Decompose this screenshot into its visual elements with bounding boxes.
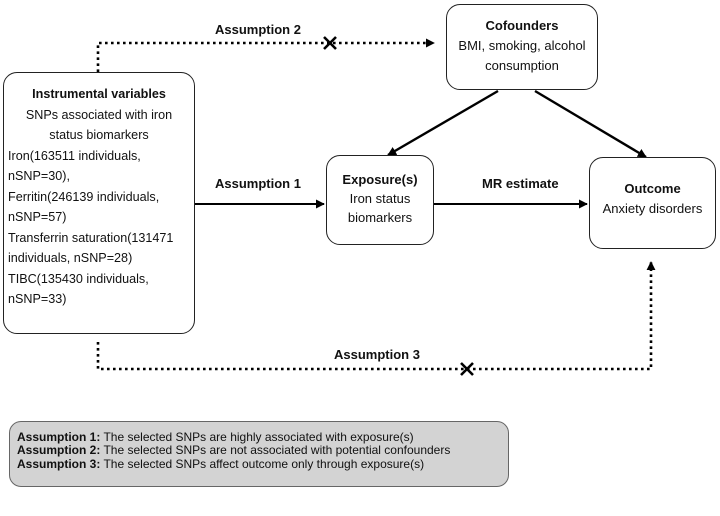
iv-item-line: nSNP=30), [8, 169, 70, 183]
legend-key: Assumption 2: [17, 443, 101, 458]
legend-text: The selected SNPs are not associated wit… [100, 443, 451, 458]
exposure-title: Exposure(s) [342, 172, 418, 187]
mr-estimate-label: MR estimate [482, 176, 559, 191]
assumption3-label: Assumption 3 [334, 347, 420, 362]
iv-item-line: nSNP=33) [8, 292, 67, 306]
instrumental-variables-box: Instrumental variables SNPs associated w… [3, 72, 195, 334]
assumption3-dotted-arrow [96, 261, 656, 371]
iv-subtitle-line: status biomarkers [49, 128, 149, 142]
outcome-box: Outcome Anxiety disorders [589, 157, 716, 249]
exposure-line: Iron status [349, 191, 411, 206]
assumption3-cross-icon [460, 362, 474, 376]
legend-row: Assumption 2: The selected SNPs are not … [17, 444, 508, 457]
iv-item-line: TIBC(135430 individuals, [8, 271, 149, 286]
confounders-title: Cofounders [485, 18, 559, 33]
legend-key: Assumption 3: [17, 456, 101, 471]
iv-subtitle-line: SNPs associated with iron [25, 107, 173, 122]
confounder-to-outcome-arrow [534, 89, 647, 159]
outcome-line: Anxiety disorders [602, 201, 703, 216]
assumption1-label: Assumption 1 [215, 176, 301, 191]
exposure-line: biomarkers [347, 210, 413, 225]
iv-item-line: Transferrin saturation(131471 [8, 230, 174, 245]
confounders-line: BMI, smoking, alcohol [458, 38, 586, 53]
assumptions-legend: Assumption 1: The selected SNPs are high… [9, 421, 509, 487]
exposure-box: Exposure(s) Iron status biomarkers [326, 155, 434, 245]
assumption2-cross-icon [323, 36, 337, 50]
legend-text: The selected SNPs are highly associated … [100, 430, 414, 444]
outcome-title: Outcome [624, 181, 681, 196]
confounders-box: Cofounders BMI, smoking, alcohol consump… [446, 4, 598, 90]
iv-item-line: nSNP=57) [8, 210, 67, 224]
confounders-line: consumption [485, 58, 559, 73]
iv-title: Instrumental variables [32, 87, 166, 101]
iv-item-line: Ferritin(246139 individuals, [8, 189, 160, 204]
assumption2-label: Assumption 2 [215, 22, 301, 37]
legend-key: Assumption 1: [17, 430, 101, 444]
legend-text: The selected SNPs affect outcome only th… [100, 456, 425, 471]
legend-row: Assumption 1: The selected SNPs are high… [17, 430, 508, 444]
confounder-to-exposure-arrow [387, 89, 499, 157]
legend-row: Assumption 3: The selected SNPs affect o… [17, 456, 508, 471]
assumption2-dotted-arrow [96, 38, 435, 72]
iv-item-line: Iron(163511 individuals, [8, 148, 141, 163]
iv-item-line: individuals, nSNP=28) [8, 251, 133, 265]
